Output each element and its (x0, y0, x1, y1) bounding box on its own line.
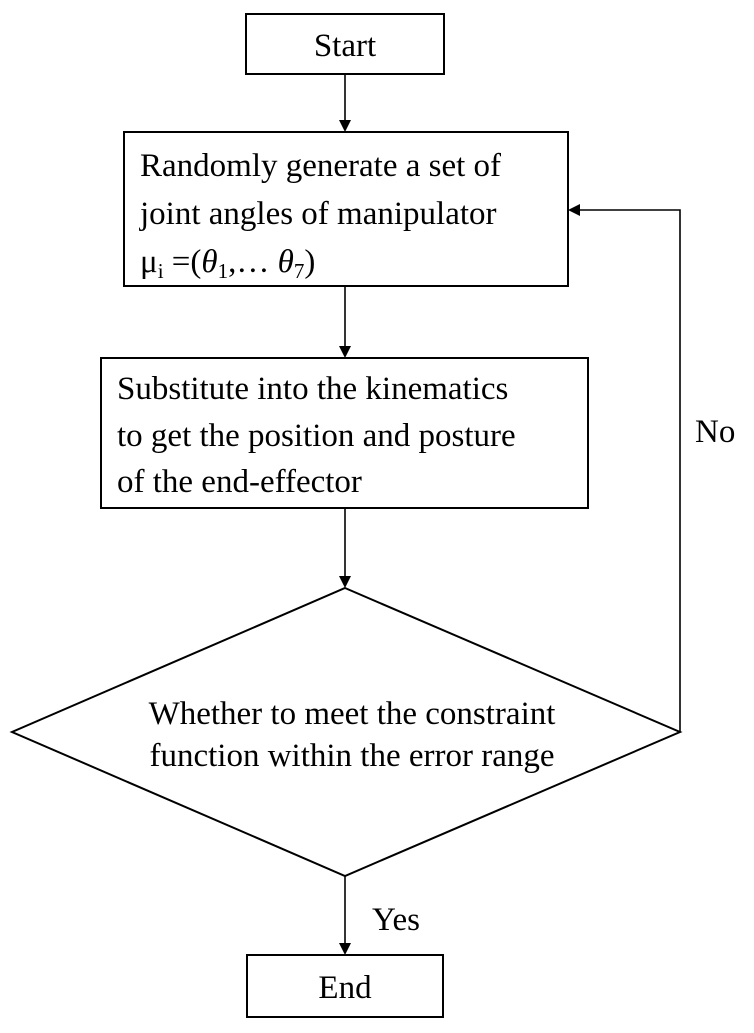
arrowhead (339, 120, 351, 132)
theta-1-symbol: θ (201, 244, 217, 280)
start-label: Start (314, 28, 376, 64)
generate-line-2: joint angles of manipulator (139, 196, 497, 232)
generate-node: Randomly generate a set of joint angles … (123, 131, 569, 287)
arrowhead (339, 943, 351, 955)
end-label: End (318, 970, 372, 1006)
yes-label: Yes (372, 902, 420, 938)
mu-symbol: μ (140, 244, 158, 280)
substitute-line-2: to get the position and posture (117, 418, 516, 454)
mu-subscript: i (158, 259, 164, 283)
start-node: Start (245, 13, 445, 75)
generate-formula: μi =(θ1,… θ7) (140, 244, 315, 283)
formula-close: ) (304, 244, 315, 280)
edge-decision-no-loop: No (568, 204, 735, 732)
start-box (245, 13, 445, 75)
formula-ellipsis: ,… (228, 244, 278, 280)
decision-line-1: Whether to meet the constraint (149, 696, 556, 732)
end-box (246, 954, 444, 1018)
arrowhead (339, 576, 351, 588)
edge-generate-to-substitute (339, 286, 351, 358)
generate-line-1: Randomly generate a set of (140, 148, 501, 184)
theta-7-symbol: θ (278, 244, 294, 280)
arrowhead (568, 204, 580, 216)
substitute-box (100, 357, 589, 509)
decision-line-2: function within the error range (149, 738, 554, 774)
edge-start-to-generate (339, 74, 351, 132)
formula-equals: =( (164, 244, 202, 280)
theta-7-subscript: 7 (294, 259, 305, 283)
generate-box (123, 131, 569, 287)
substitute-node: Substitute into the kinematics to get th… (100, 357, 589, 509)
substitute-line-3: of the end-effector (117, 464, 362, 500)
arrowhead (339, 346, 351, 358)
substitute-line-1: Substitute into the kinematics (117, 371, 508, 407)
end-node: End (246, 954, 444, 1018)
theta-1-subscript: 1 (218, 259, 229, 283)
edge-substitute-to-decision (339, 508, 351, 588)
no-label: No (695, 414, 735, 450)
decision-diamond (9, 586, 683, 878)
decision-node: Whether to meet the constraint function … (9, 586, 683, 878)
edge-decision-yes: Yes (339, 876, 420, 955)
